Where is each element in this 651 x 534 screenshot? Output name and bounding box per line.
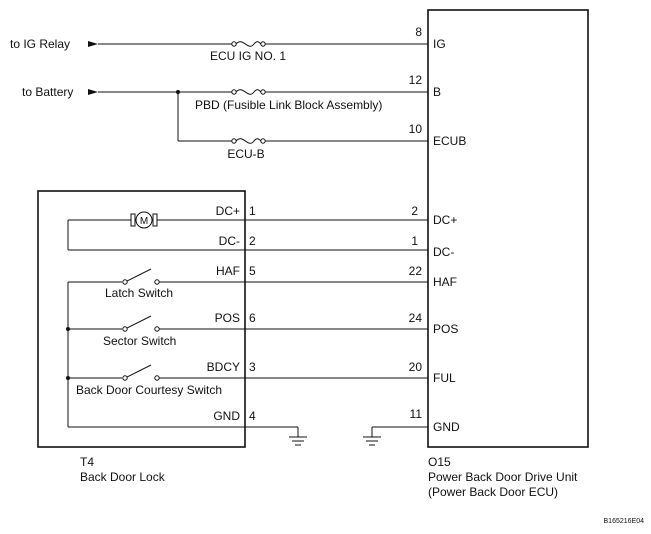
latch-switch-label: Latch Switch (105, 286, 173, 300)
fuse-ecu-b-label: ECU-B (227, 147, 264, 161)
ecu-box (427, 9, 589, 448)
ecu-pin-num-dcminus: 1 (411, 234, 418, 248)
lock-name: Back Door Lock (80, 470, 166, 484)
courtesy-switch-symbol (122, 364, 160, 381)
ground-symbol-lock (289, 436, 307, 446)
ig-circuit: to IG Relay ECU IG NO. 1 8 IG (10, 25, 446, 63)
lock-pin-num-6: 6 (249, 311, 256, 325)
latch-switch-symbol (122, 268, 160, 285)
ecu-pin-num-ecub: 10 (409, 122, 423, 136)
fuse-ecu-b-symbol (231, 138, 266, 144)
lock-pin-haf: HAF (216, 264, 240, 278)
ecu-pin-num-haf: 22 (409, 264, 423, 278)
lock-pin-dcminus: DC- (219, 234, 240, 248)
lock-code: T4 (80, 455, 94, 469)
figure-id: B165216E04 (604, 518, 645, 525)
ecu-pin-dcminus: DC- (433, 245, 454, 259)
lock-pin-num-5: 5 (249, 264, 256, 278)
courtesy-switch-circuit: Back Door Courtesy Switch BDCY 3 20 FUL (68, 360, 456, 397)
ecu-pin-num-b: 12 (409, 73, 423, 87)
motor-label: M (140, 216, 148, 227)
ecu-pin-num-ig: 8 (415, 25, 422, 39)
ground-circuit: GND 4 11 GND (213, 407, 460, 446)
fuse-ecu-ig-label: ECU IG NO. 1 (210, 49, 286, 63)
fuse-pbd-label: PBD (Fusible Link Block Assembly) (195, 98, 382, 112)
latch-switch-circuit: Latch Switch HAF 5 22 HAF (68, 264, 457, 300)
fuse-pbd-symbol (231, 89, 266, 95)
battery-circuit: to Battery PBD (Fusible Link Block Assem… (22, 73, 466, 161)
ground-symbol-ecu (363, 436, 381, 446)
lock-pin-num-1: 1 (249, 204, 256, 218)
lock-ground-bus (66, 282, 245, 428)
lock-pin-num-3: 3 (249, 360, 256, 374)
battery-label: to Battery (22, 85, 73, 99)
lock-box (37, 190, 246, 448)
lock-pin-bdcy: BDCY (207, 360, 240, 374)
lock-pin-dcplus: DC+ (216, 204, 240, 218)
ecu-pin-pos: POS (433, 322, 458, 336)
ecu-pin-dcplus: DC+ (433, 213, 457, 227)
sector-switch-label: Sector Switch (103, 334, 176, 348)
ecu-pin-b: B (433, 85, 441, 99)
lock-pin-pos: POS (215, 311, 240, 325)
ecu-pin-num-pos: 24 (409, 311, 423, 325)
lock-pin-num-4: 4 (249, 409, 256, 423)
ecu-pin-num-ful: 20 (409, 360, 423, 374)
ig-relay-label: to IG Relay (10, 37, 70, 51)
ecu-subname: (Power Back Door ECU) (428, 485, 558, 499)
sector-switch-symbol (122, 315, 160, 332)
fuse-ecu-ig-symbol (231, 41, 266, 47)
courtesy-switch-label: Back Door Courtesy Switch (76, 383, 222, 397)
motor-symbol: M (130, 211, 158, 229)
ecu-pin-num-dcplus: 2 (411, 204, 418, 218)
ecu-pin-gnd: GND (433, 420, 460, 434)
ecu-pin-ecub: ECUB (433, 134, 466, 148)
sector-switch-circuit: Sector Switch POS 6 24 POS (68, 311, 458, 348)
ecu-pin-ful: FUL (433, 371, 456, 385)
ecu-code: O15 (428, 455, 451, 469)
lock-pin-num-2: 2 (249, 234, 256, 248)
ecu-pin-num-gnd: 11 (410, 407, 423, 421)
lock-pin-gnd: GND (213, 409, 240, 423)
ecu-pin-haf: HAF (433, 275, 457, 289)
motor-circuit: M DC+ 1 DC- 2 2 DC+ 1 DC- (67, 204, 457, 259)
ecu-name: Power Back Door Drive Unit (428, 470, 578, 484)
ecu-pin-ig: IG (433, 37, 446, 51)
